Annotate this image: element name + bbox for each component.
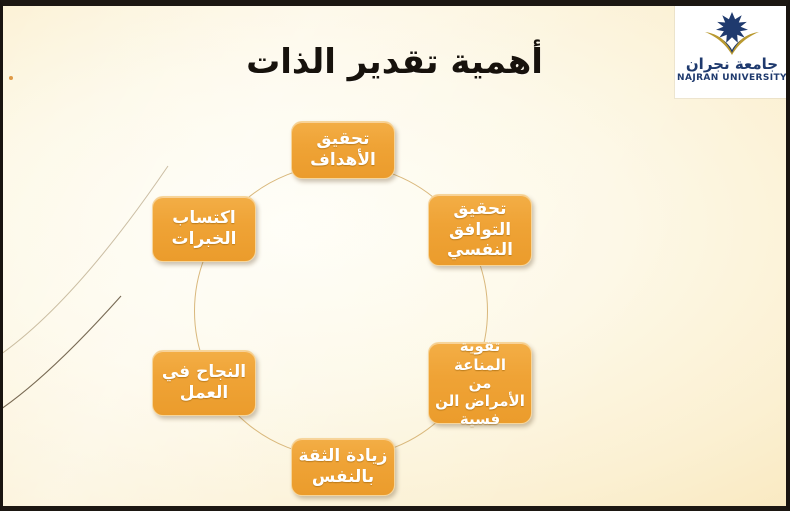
logo-arabic-name: جامعة نجران	[685, 55, 779, 73]
university-logo: جامعة نجران NAJRAN UNIVERSITY	[675, 6, 787, 98]
decorative-dot-icon	[9, 76, 13, 80]
page-title: أهمية تقدير الذات	[246, 42, 543, 82]
star-and-book-icon	[705, 12, 759, 55]
logo-english-name: NAJRAN UNIVERSITY	[677, 73, 787, 83]
